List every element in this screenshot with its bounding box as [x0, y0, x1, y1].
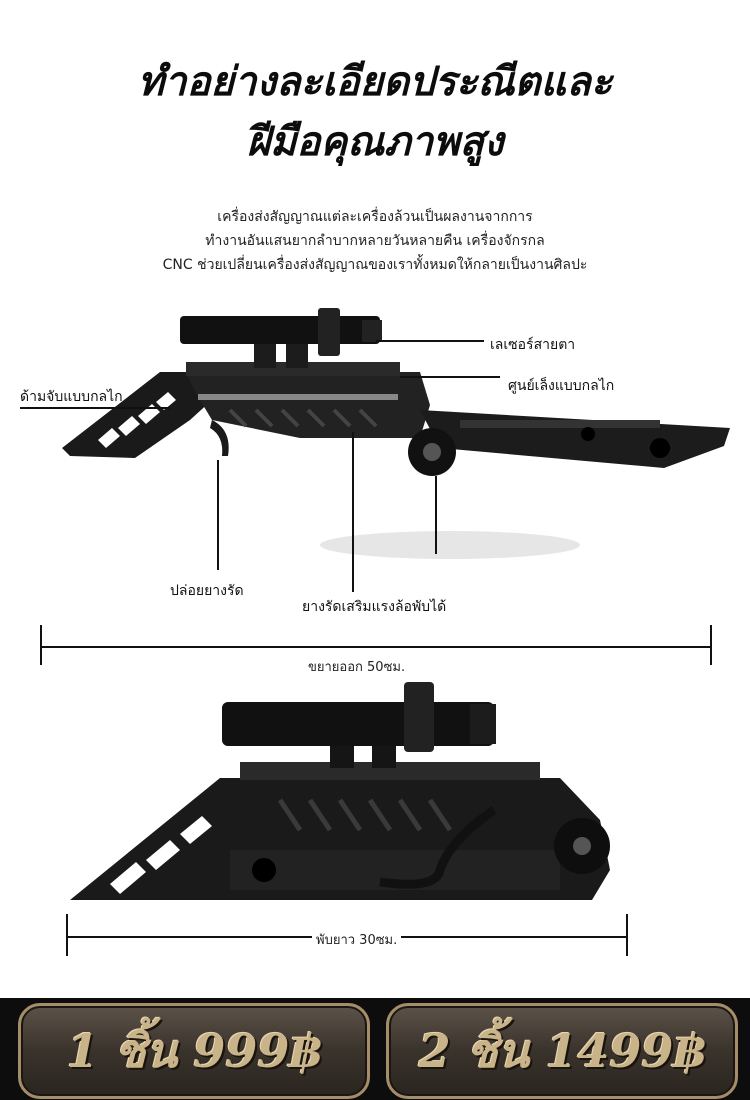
product-extended-image: [62, 308, 730, 559]
headline-line-2: ฝีมือคุณภาพสูง: [246, 119, 504, 165]
extended-dimension-tick-left: [40, 625, 42, 665]
headline: ทำอย่างละเอียดประณีตและ ฝีมือคุณภาพสูง: [0, 52, 750, 172]
headline-line-1: ทำอย่างละเอียดประณีตและ: [137, 59, 613, 105]
wheel-leader: [435, 476, 437, 554]
product-folded-image: [70, 682, 610, 900]
description-line-2: ทำงานอันแสนยากลำบากหลายวันหลายคืน เครื่อ…: [205, 233, 545, 249]
description-line-1: เครื่องส่งสัญญาณแต่ละเครื่องล้วนเป็นผลงา…: [217, 209, 533, 225]
price-box-two[interactable]: 2 ชิ้น 1499฿: [386, 1003, 738, 1099]
extended-dimension-tick-right: [710, 625, 712, 665]
extended-dimension-line: [40, 646, 712, 648]
price-two-label: 2 ชิ้น 1499฿: [418, 1023, 706, 1078]
handle-leader: [20, 407, 170, 409]
release-label: ปล่อยยางรัด: [170, 583, 244, 599]
sight-label: ศูนย์เล็งแบบกลไก: [508, 378, 615, 394]
price-one-label: 1 ชิ้น 999฿: [66, 1023, 322, 1078]
price-box-one[interactable]: 1 ชิ้น 999฿: [18, 1003, 370, 1099]
extended-dimension-label: ขยายออก 50ซม.: [304, 656, 410, 677]
rubber-label: ยางรัดเสริมแรงล้อพับได้: [302, 599, 447, 615]
folded-dimension-label: พับยาว 30ซม.: [312, 929, 402, 950]
laser-label: เลเซอร์สายตา: [490, 337, 576, 353]
folded-dimension-tick-right: [626, 914, 628, 956]
description-line-3: CNC ช่วยเปลี่ยนเครื่องส่งสัญญาณของเราทั้…: [162, 257, 588, 273]
handle-label: ด้ามจับแบบกลไก: [20, 389, 123, 405]
release-leader: [217, 460, 219, 570]
laser-leader: [376, 340, 484, 342]
sight-leader: [400, 376, 500, 378]
rubber-leader: [352, 432, 354, 592]
folded-dimension-tick-left: [66, 914, 68, 956]
description: เครื่องส่งสัญญาณแต่ละเครื่องล้วนเป็นผลงา…: [60, 205, 690, 277]
